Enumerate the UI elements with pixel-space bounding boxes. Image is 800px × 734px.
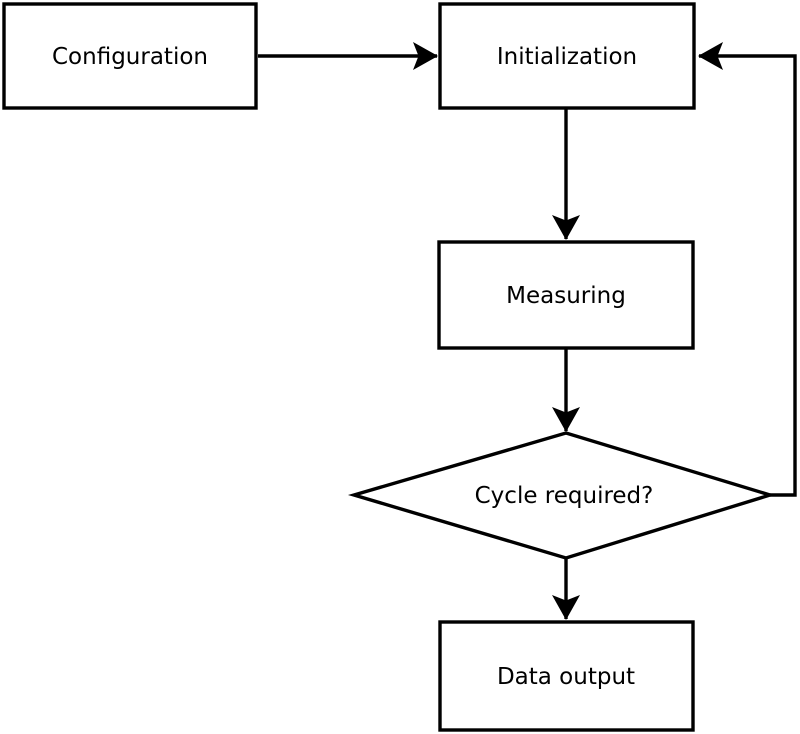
node-cycle-required-diamond [347,431,776,560]
node-configuration-label: Configuration [52,44,208,70]
node-cycle-required-label: Cycle required? [475,483,654,509]
edge-cycle-required-feedback-to-initialization [698,42,797,497]
node-data-output-label: Data output [497,664,635,690]
node-initialization-label: Initialization [497,44,637,70]
node-data-output-box [438,620,695,732]
node-configuration-box [2,2,258,110]
node-initialization-box [438,2,696,110]
node-measuring-box [437,240,695,350]
node-measuring-label: Measuring [506,283,626,309]
